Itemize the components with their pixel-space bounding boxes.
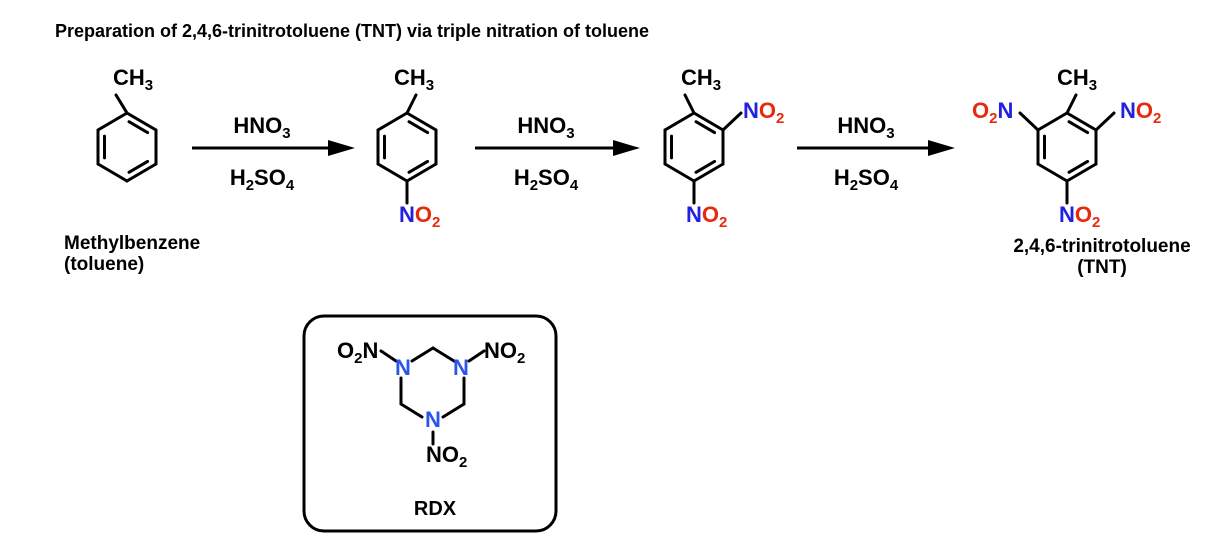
rdx-name-label: RDX (413, 498, 457, 520)
product-name-line2: (TNT) (1077, 257, 1127, 278)
dinitrotoluene-ch3-label: CH3 (681, 65, 722, 94)
tnt-para-no2-label: NO2 (1059, 202, 1101, 231)
tnt-left-o2n-label: O2N (972, 98, 1014, 127)
tnt-right-no2-label: NO2 (1120, 98, 1162, 127)
dinitrotoluene-para-no2-label: NO2 (686, 202, 728, 231)
step1-hno3-label: HNO3 (233, 113, 291, 142)
dinitrotoluene-structure (663, 93, 743, 205)
rdx-ring-n-bottom-label: N (425, 407, 441, 432)
step1-h2so4-label: H2SO4 (229, 165, 295, 194)
product-name-line1: 2,4,6-trinitrotoluene (1013, 236, 1191, 257)
toluene-structure (96, 93, 158, 183)
toluene-ch3-label: CH3 (113, 65, 154, 94)
step3-h2so4-label: H2SO4 (833, 165, 899, 194)
rdx-right-no2-label: NO2 (484, 338, 526, 367)
step2-h2so4-label: H2SO4 (513, 165, 579, 194)
reaction-arrow-1 (192, 140, 355, 156)
rdx-left-o2n-label: O2N (337, 338, 379, 367)
reaction-arrow-2 (475, 140, 640, 156)
step2-hno3-label: HNO3 (517, 113, 575, 142)
rdx-ring-n-right-label: N (453, 355, 469, 380)
nitrotoluene-structure (376, 93, 438, 205)
rdx-box (302, 314, 558, 533)
nitrotoluene-para-no2-label: NO2 (399, 202, 441, 231)
reactant-name-line1: Methylbenzene (64, 233, 201, 254)
product-name-label: 2,4,6-trinitrotoluene (TNT) (1013, 236, 1190, 278)
dinitrotoluene-ortho-no2-label: NO2 (743, 98, 785, 127)
reactant-name-line2: (toluene) (64, 254, 145, 275)
reactant-name-label: Methylbenzene (toluene) (64, 233, 200, 275)
reaction-arrow-3 (797, 140, 955, 156)
nitrotoluene-ch3-label: CH3 (394, 65, 435, 94)
rdx-ring-n-left-label: N (395, 355, 411, 380)
rdx-bottom-no2-label: NO2 (426, 442, 468, 471)
rdx-structure (379, 346, 486, 446)
tnt-structure (1018, 93, 1116, 205)
step3-hno3-label: HNO3 (837, 113, 895, 142)
scheme-title: Preparation of 2,4,6-trinitrotoluene (TN… (55, 21, 650, 41)
tnt-ch3-label: CH3 (1057, 65, 1098, 94)
